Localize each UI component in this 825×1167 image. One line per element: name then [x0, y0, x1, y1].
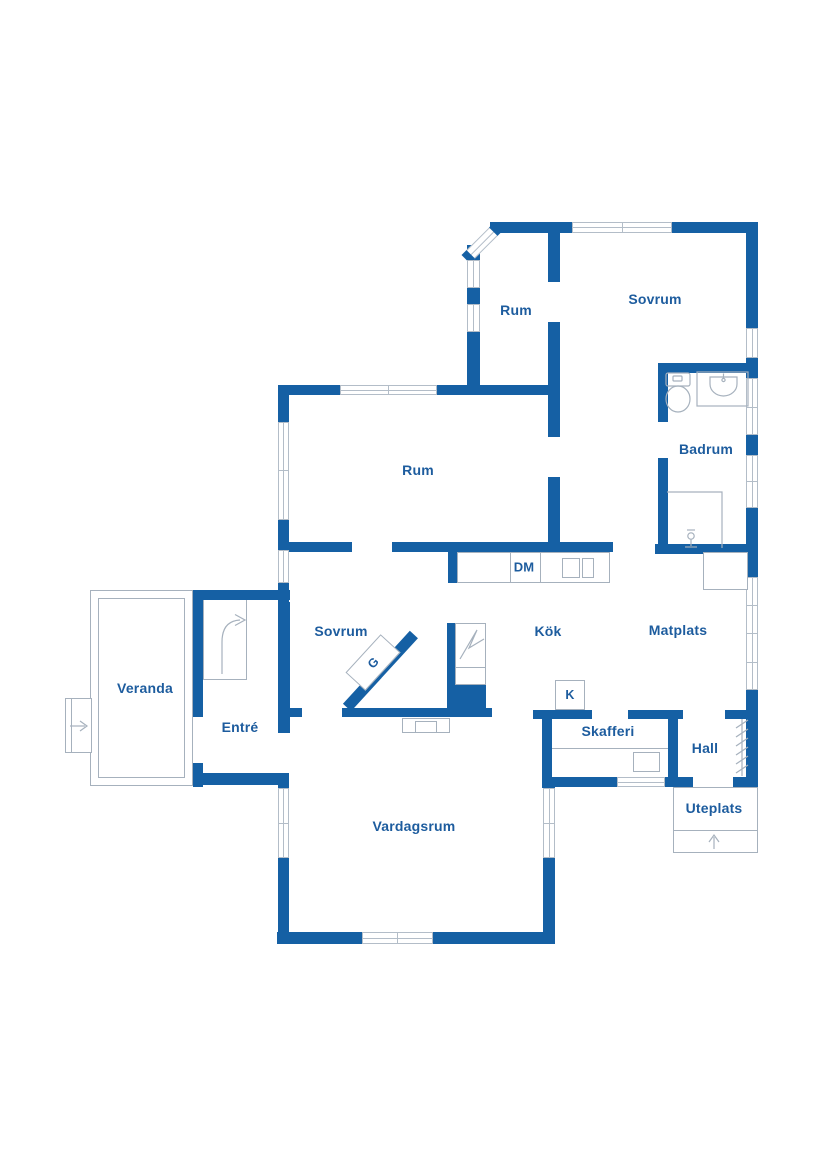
stairs	[203, 600, 247, 680]
room-label-uteplats: Uteplats	[685, 800, 743, 816]
sink-icon	[696, 371, 749, 407]
wall	[668, 710, 678, 785]
wall	[433, 932, 555, 944]
wall	[658, 363, 758, 373]
window	[617, 777, 665, 787]
fireplace	[455, 623, 486, 685]
chimney-wall	[447, 623, 455, 710]
window-pane-divider	[747, 481, 757, 482]
wall	[543, 777, 555, 788]
wall	[746, 435, 758, 455]
entrance-arrow-icon	[70, 720, 89, 732]
room-label-matplats: Matplats	[648, 622, 708, 638]
wall	[490, 222, 572, 233]
wall	[392, 542, 613, 552]
wall	[448, 552, 457, 583]
wall	[655, 544, 758, 554]
window-pane-divider	[747, 605, 757, 606]
stairs-up-arrow-icon	[221, 613, 247, 674]
room-label-hall: Hall	[691, 740, 719, 756]
window-pane-divider	[544, 823, 554, 824]
window	[746, 378, 758, 435]
room-label-veranda: Veranda	[117, 680, 173, 696]
shower-icon	[667, 491, 723, 548]
chimney-mass	[453, 685, 486, 710]
wall	[672, 222, 758, 233]
veranda-outline	[90, 590, 193, 786]
window	[467, 304, 480, 332]
window	[278, 422, 289, 520]
room-label-rum-top: Rum	[500, 302, 532, 318]
toilet-icon	[665, 372, 691, 413]
wall	[278, 858, 289, 940]
fireplace-divider	[455, 667, 486, 668]
room-label-skafferi: Skafferi	[581, 723, 635, 739]
room-label-sovrum-middle: Sovrum	[314, 623, 368, 639]
wall	[288, 708, 302, 717]
fridge-box	[555, 680, 585, 710]
dishwasher-label: DM	[513, 559, 535, 575]
wall	[665, 777, 693, 787]
wall	[548, 477, 560, 552]
fridge-label: K	[565, 688, 575, 702]
wall	[543, 858, 555, 944]
wall	[193, 773, 288, 785]
veranda-outline-inner	[98, 598, 185, 778]
window	[467, 260, 480, 288]
closet-box	[703, 552, 748, 590]
pantry-box	[633, 752, 660, 772]
window-pane-divider	[279, 470, 288, 471]
wall	[548, 222, 560, 282]
wall	[467, 332, 480, 395]
window-pane-divider	[388, 386, 389, 394]
wall	[437, 385, 555, 395]
wall	[278, 602, 290, 733]
room-label-rum-middle: Rum	[402, 462, 434, 478]
wall	[278, 385, 289, 422]
counter-divider	[510, 552, 511, 583]
room-label-badrum: Badrum	[678, 441, 734, 457]
wall	[733, 777, 758, 787]
patio-arrow-icon	[708, 833, 720, 849]
hearth-inner	[415, 721, 437, 733]
sink-basin	[582, 558, 594, 578]
sink-basin	[562, 558, 580, 578]
room-label-vardagsrum: Vardagsrum	[372, 818, 456, 834]
window-pane-divider	[279, 823, 288, 824]
wall	[277, 932, 362, 944]
wall	[193, 590, 203, 717]
wall	[193, 590, 290, 600]
wall	[278, 385, 340, 395]
wall	[658, 458, 668, 548]
window	[746, 328, 758, 358]
uteplats-outline	[673, 787, 758, 853]
room-label-kok: Kök	[534, 623, 562, 639]
wall	[533, 710, 592, 719]
wall	[725, 710, 758, 719]
window-pane-divider	[747, 407, 757, 408]
room-label-entre: Entré	[221, 719, 259, 735]
wall	[746, 222, 758, 328]
room-label-sovrum-top: Sovrum	[628, 291, 682, 307]
wall	[278, 520, 289, 550]
wall	[658, 363, 668, 422]
wall	[548, 322, 560, 437]
window-pane-divider	[397, 933, 398, 943]
wall	[342, 708, 492, 717]
window	[278, 550, 289, 583]
fireplace-flue-icon	[459, 629, 485, 660]
coat-rail-icon	[735, 719, 749, 776]
uteplats-divider	[673, 830, 758, 831]
pantry-shelf	[552, 748, 668, 749]
wall	[288, 542, 352, 552]
wall	[542, 710, 552, 788]
window-pane-divider	[747, 633, 757, 634]
wall	[467, 288, 480, 304]
window-pane-divider	[622, 223, 623, 232]
wall	[746, 508, 758, 577]
counter-divider	[540, 552, 541, 583]
wall	[543, 777, 617, 787]
wall	[628, 710, 683, 719]
window-pane-divider	[747, 662, 757, 663]
